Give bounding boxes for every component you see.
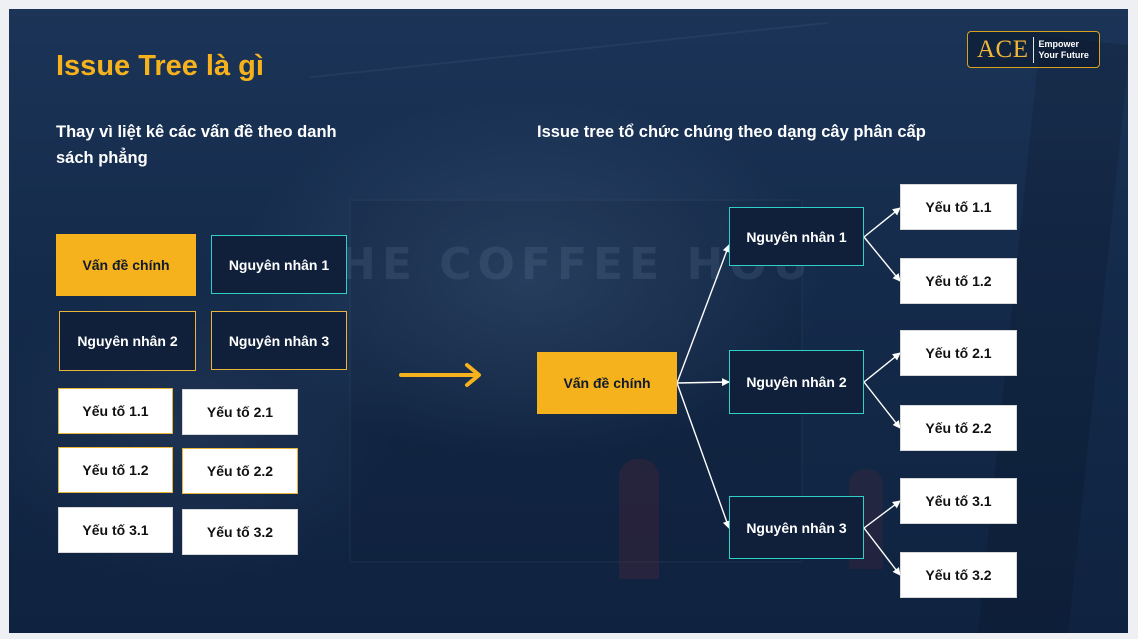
tree-factor-1-2: Yếu tố 1.2 [900,258,1017,304]
tree-connectors [9,9,1128,633]
tree-cause-1: Nguyên nhân 1 [729,207,864,266]
tree-factor-1-1: Yếu tố 1.1 [900,184,1017,230]
edge-cause-3-factor-3-2 [864,528,900,575]
tree-factor-2-2: Yếu tố 2.2 [900,405,1017,451]
edge-cause-2-factor-2-1 [864,353,900,382]
edge-cause-1-factor-1-1 [864,208,900,237]
edge-cause-1-factor-1-2 [864,237,900,281]
edge-cause-3-factor-3-1 [864,501,900,528]
tree-factor-2-1: Yếu tố 2.1 [900,330,1017,376]
slide: HE COFFEE HOU Issue Tree là gì ACE Empow… [9,9,1128,633]
tree-factor-3-1: Yếu tố 3.1 [900,478,1017,524]
tree-factor-3-2: Yếu tố 3.2 [900,552,1017,598]
tree-cause-3: Nguyên nhân 3 [729,496,864,559]
edge-root-cause-3 [677,383,729,528]
tree-root: Vấn đề chính [537,352,677,414]
edge-root-cause-1 [677,245,729,383]
tree-cause-2: Nguyên nhân 2 [729,350,864,414]
edge-root-cause-2 [677,382,729,383]
edge-cause-2-factor-2-2 [864,382,900,428]
